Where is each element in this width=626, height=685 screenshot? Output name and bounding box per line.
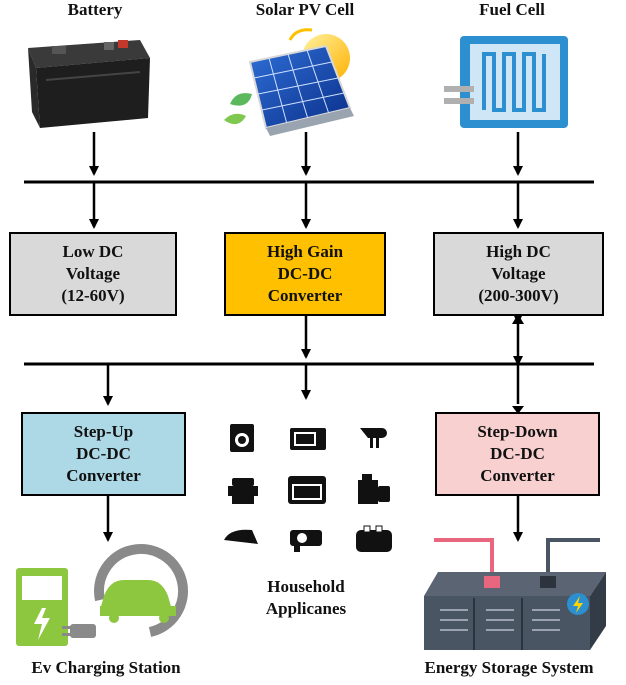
washing-machine-icon	[230, 424, 254, 452]
step-down-line-2: DC-DC	[490, 444, 545, 463]
oven-icon	[288, 476, 326, 504]
battery-label: Battery	[67, 0, 123, 19]
fuel-cell-label: Fuel Cell	[479, 0, 545, 19]
sewing-machine-icon	[290, 530, 322, 552]
step-up-line-2: DC-DC	[76, 444, 131, 463]
juicer-icon	[358, 474, 390, 504]
step-down-line-1: Step-Down	[477, 422, 558, 441]
step-up-line-3: Converter	[66, 466, 141, 485]
high-gain-converter-box: High Gain DC-DC Converter	[224, 232, 386, 316]
microwave-icon	[290, 428, 326, 450]
low-dc-line-3: (12-60V)	[61, 286, 125, 305]
household-line-1: Household	[267, 577, 345, 596]
step-down-line-3: Converter	[480, 466, 555, 485]
solar-pv-label: Solar PV Cell	[255, 0, 355, 19]
household-line-2: Applicanes	[265, 599, 347, 618]
low-dc-line-2: Voltage	[65, 264, 121, 283]
ev-charger-icon	[16, 543, 188, 646]
high-dc-line-3: (200-300V)	[478, 286, 559, 305]
fuel-cell-icon	[444, 36, 568, 128]
step-down-converter-box: Step-Down DC-DC Converter	[435, 412, 600, 496]
iron-icon	[224, 529, 258, 544]
high-dc-line-2: Voltage	[491, 264, 546, 283]
step-up-converter-box: Step-Up DC-DC Converter	[21, 412, 186, 496]
solar-panel-icon	[224, 28, 354, 136]
high-gain-line-3: Converter	[267, 286, 343, 305]
step-up-line-1: Step-Up	[73, 422, 134, 441]
high-gain-line-2: DC-DC	[277, 264, 333, 283]
low-dc-line-1: Low DC	[62, 242, 124, 261]
high-dc-line-1: High DC	[486, 242, 551, 261]
low-dc-voltage-box: Low DC Voltage (12-60V)	[9, 232, 177, 316]
energy-storage-label: Energy Storage System	[424, 658, 594, 677]
ev-charging-label: Ev Charging Station	[31, 658, 181, 677]
food-processor-icon	[228, 478, 258, 504]
household-appliances-icons	[224, 424, 392, 552]
hand-mixer-icon	[360, 428, 387, 448]
battery-storage-icon	[424, 538, 606, 650]
toaster-icon	[356, 525, 392, 552]
car-battery-icon	[28, 40, 150, 128]
household-label: Household Applicanes	[236, 576, 376, 620]
high-dc-voltage-box: High DC Voltage (200-300V)	[433, 232, 604, 316]
high-gain-line-1: High Gain	[266, 242, 344, 261]
